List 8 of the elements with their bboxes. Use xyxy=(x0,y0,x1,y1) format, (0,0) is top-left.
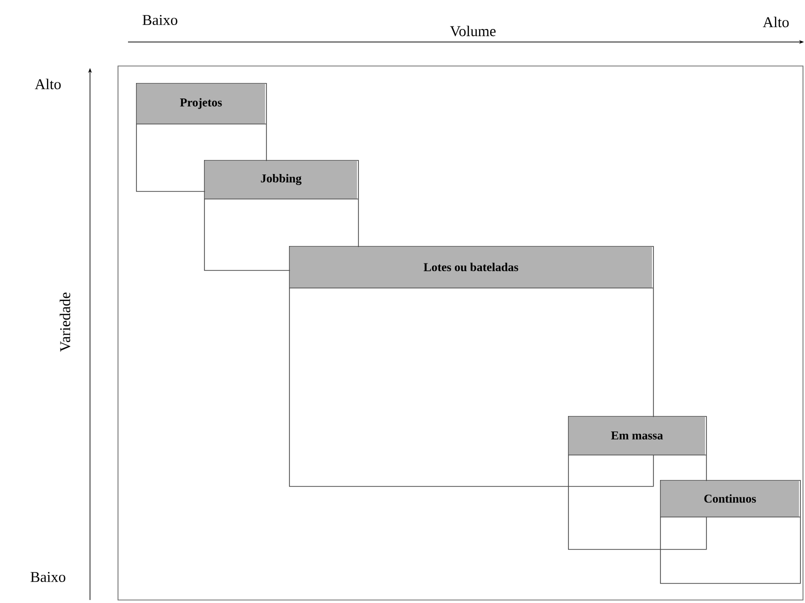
axis-label: Alto xyxy=(762,16,789,28)
process-box: Continuos xyxy=(660,480,801,584)
axis-label: Baixo xyxy=(142,14,178,25)
axis-label: Volume xyxy=(450,26,496,36)
axis-label: Alto xyxy=(34,78,61,90)
process-box: Jobbing xyxy=(204,160,359,271)
axis-label: Variedade xyxy=(60,292,70,352)
axis-label: Baixo xyxy=(30,572,66,582)
